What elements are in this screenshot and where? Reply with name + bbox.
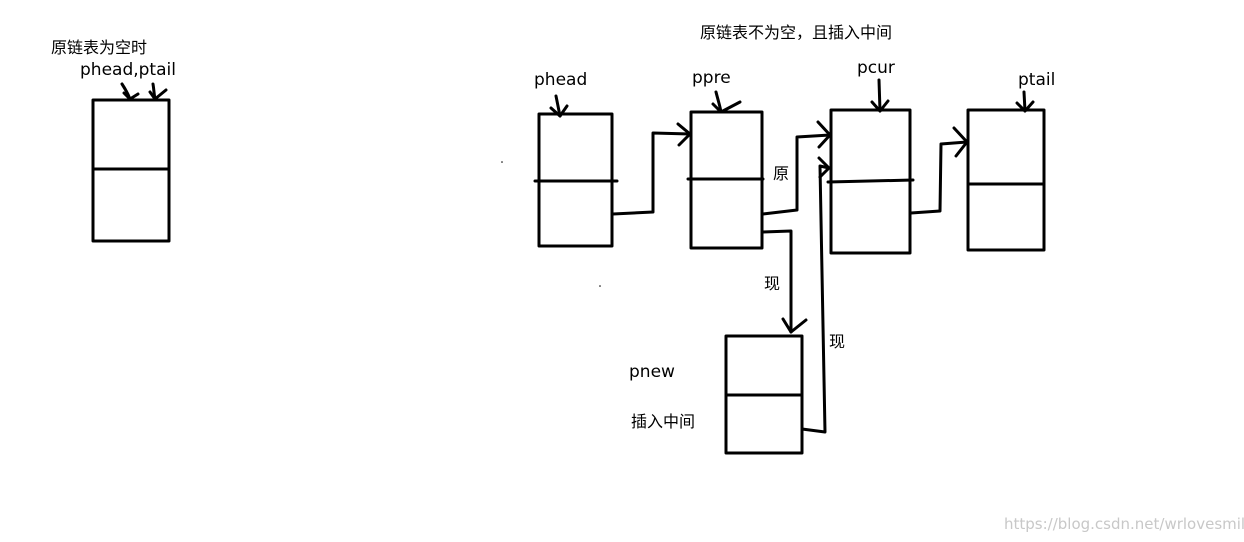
phead-label: phead [534,70,588,90]
phead-ptail-label: phead,ptail [80,60,176,80]
link-pnew-to-pcur [800,156,831,434]
stray-dot [501,161,503,163]
empty-list-node [91,98,171,243]
new-link-label-2: 现 [829,332,846,351]
link-ppre-to-pcur-original [761,120,832,216]
stray-dot [599,285,601,287]
link-pcur-to-ptail [909,126,969,215]
watermark: https://blog.csdn.net/wrlovesmile [1004,515,1244,533]
pcur-label: pcur [857,58,895,78]
phead-pointer-arrow-right [549,94,569,118]
ppre-node [686,110,765,250]
ptail-pointer-arrow [1015,90,1035,113]
pnew-label: pnew [629,362,675,382]
original-link-label: 原 [773,164,790,183]
ppre-pointer-arrow [711,90,742,114]
nonempty-list-title: 原链表不为空，且插入中间 [700,23,893,42]
empty-list-title: 原链表为空时 [51,38,148,57]
insert-middle-label: 插入中间 [631,412,696,431]
phead-pointer-arrow [120,82,140,101]
new-link-label-1: 现 [764,274,781,293]
ptail-label: ptail [1018,70,1056,90]
phead-node [533,112,619,248]
pcur-node [826,108,915,255]
link-phead-to-ppre [611,122,692,216]
ppre-label: ppre [692,68,731,88]
ptail-pointer-arrow [148,82,168,101]
pnew-node [724,334,804,455]
ptail-node [966,108,1046,252]
link-ppre-to-pnew [761,229,808,334]
pcur-pointer-arrow [870,78,890,113]
